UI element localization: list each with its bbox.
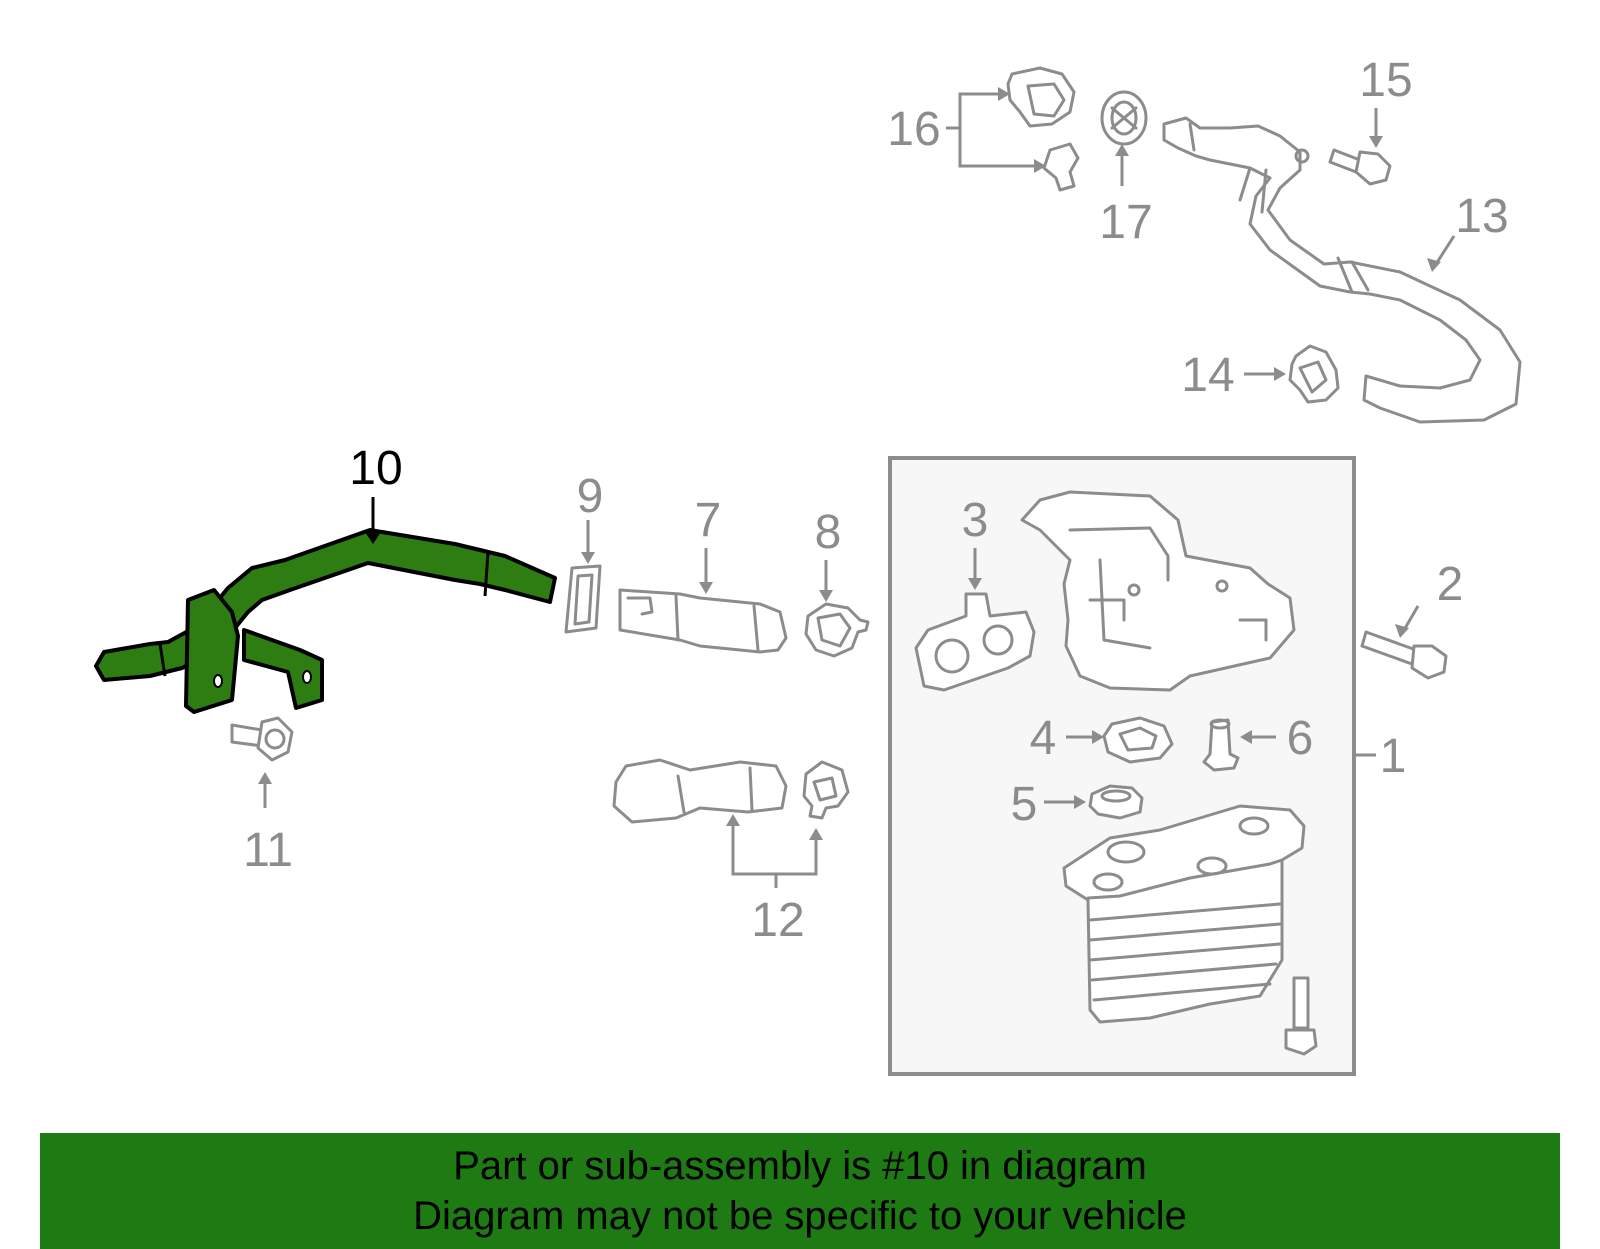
callout-8[interactable]: 8 (815, 506, 842, 559)
arrow-8 (819, 590, 833, 602)
oil-filter-housing (1020, 490, 1296, 692)
part-5-o-ring[interactable] (1088, 784, 1144, 820)
arrow-16b (1034, 159, 1046, 173)
leader-2 (1402, 605, 1420, 631)
arrow-11 (258, 772, 272, 784)
part-2-bolt[interactable] (1360, 630, 1448, 680)
callout-11[interactable]: 11 (243, 824, 293, 877)
callout-16[interactable]: 16 (887, 103, 940, 156)
part-4-seal[interactable] (1102, 716, 1174, 764)
callout-10[interactable]: 10 (349, 442, 402, 495)
part-3-gasket[interactable] (914, 592, 1036, 692)
callout-4[interactable]: 4 (1030, 712, 1057, 765)
arrow-12a (726, 814, 740, 826)
arrow-6 (1240, 730, 1252, 744)
part-10-coolant-pipe[interactable] (94, 528, 557, 714)
callout-9[interactable]: 9 (577, 470, 604, 523)
arrow-2 (1395, 624, 1409, 638)
info-banner: Part or sub-assembly is #10 in diagram D… (40, 1133, 1560, 1249)
part-13-hose[interactable] (1162, 116, 1522, 424)
part-8-clamp[interactable] (804, 602, 870, 658)
callout-2[interactable]: 2 (1437, 558, 1464, 611)
callout-13[interactable]: 13 (1455, 190, 1508, 243)
part-7-hose[interactable] (618, 588, 788, 654)
cooler-bolt (1284, 976, 1318, 1056)
callout-7[interactable]: 7 (695, 494, 722, 547)
callout-6[interactable]: 6 (1287, 712, 1314, 765)
leader-13 (1434, 235, 1456, 265)
arrow-3 (968, 578, 982, 590)
callout-17[interactable]: 17 (1099, 196, 1152, 249)
arrow-13 (1427, 258, 1441, 272)
part-14-clamp[interactable] (1288, 344, 1340, 404)
callout-5[interactable]: 5 (1011, 778, 1038, 831)
oil-cooler-core (1062, 804, 1306, 1024)
callout-12[interactable]: 12 (751, 894, 804, 947)
arrow-10 (365, 532, 381, 544)
part-11-bolt[interactable] (230, 716, 294, 762)
callout-14[interactable]: 14 (1181, 349, 1234, 402)
banner-line-2: Diagram may not be specific to your vehi… (413, 1194, 1187, 1238)
part-12-hose-assembly[interactable] (612, 758, 850, 824)
arrow-14 (1274, 367, 1286, 381)
leader-12 (731, 818, 818, 876)
arrow-4 (1092, 730, 1104, 744)
callout-1[interactable]: 1 (1380, 730, 1407, 783)
callout-15[interactable]: 15 (1359, 54, 1412, 107)
arrow-17 (1115, 144, 1129, 156)
banner-line-1: Part or sub-assembly is #10 in diagram (453, 1144, 1147, 1188)
leader-16 (958, 92, 1036, 168)
part-9-seal[interactable] (564, 564, 602, 634)
arrow-7 (699, 582, 713, 594)
part-16-cap-and-clip[interactable] (1006, 66, 1080, 192)
part-15-bolt[interactable] (1328, 148, 1392, 186)
arrow-5 (1074, 795, 1086, 809)
arrow-15 (1369, 136, 1383, 148)
arrow-9 (581, 552, 595, 564)
part-17-gasket[interactable] (1100, 90, 1148, 146)
part-6-valve[interactable] (1202, 718, 1240, 772)
arrow-16a (998, 87, 1010, 101)
arrow-12b (809, 828, 823, 840)
callout-3[interactable]: 3 (962, 494, 989, 547)
